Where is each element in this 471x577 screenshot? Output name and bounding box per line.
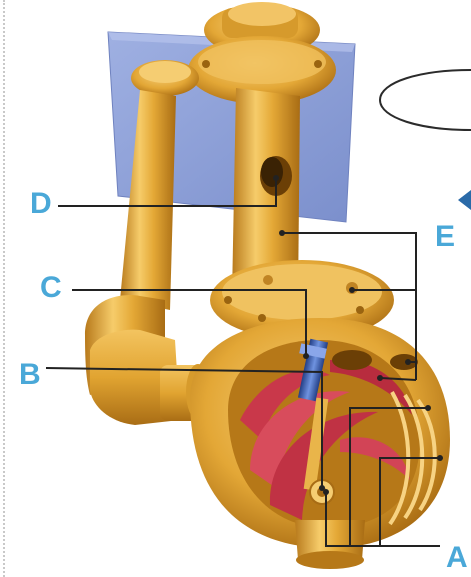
label-a: A — [446, 543, 468, 573]
label-c: C — [40, 273, 62, 303]
annotation-arrow-mark — [458, 190, 471, 210]
annotation-oval — [380, 70, 471, 130]
label-d: D — [30, 189, 52, 219]
label-b: B — [19, 360, 41, 390]
label-e: E — [435, 222, 455, 252]
motor-housing — [188, 2, 336, 104]
